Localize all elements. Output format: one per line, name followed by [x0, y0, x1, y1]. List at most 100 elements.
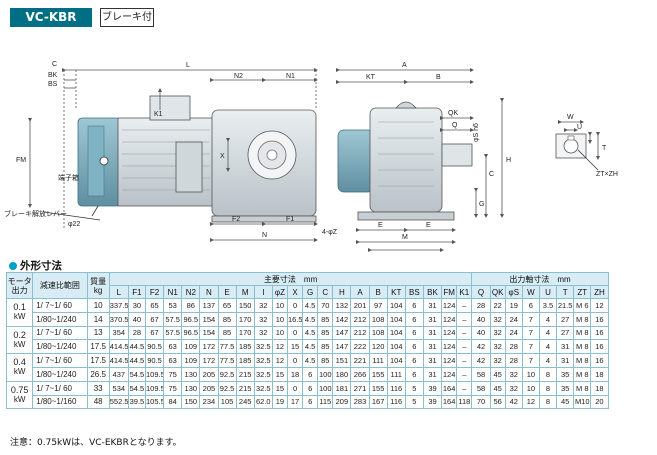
- label-phis: φS h6: [473, 123, 480, 142]
- dimension-cell: 96.5: [181, 325, 201, 341]
- dimension-cell: 4.5: [302, 325, 319, 341]
- dimension-cell: 12: [271, 339, 288, 355]
- dimension-cell: –: [456, 325, 473, 341]
- dimension-cell: 6: [404, 325, 424, 341]
- side-dimensions: [28, 68, 318, 242]
- dimension-cell: 8: [538, 380, 558, 396]
- dimension-cell: 0: [286, 380, 304, 396]
- dimension-cell: 245: [235, 394, 255, 410]
- mass-cell: 10: [86, 298, 110, 313]
- dimension-cell: 27: [556, 311, 575, 327]
- dimension-cell: M 8: [573, 366, 592, 382]
- dimension-cell: 77.5: [217, 353, 237, 368]
- dimension-cell: 18: [590, 380, 609, 396]
- label-f2: F2: [232, 216, 240, 223]
- dimension-cell: 10: [521, 380, 540, 396]
- dimension-cell: 132: [332, 298, 352, 313]
- column-header: φZ: [271, 285, 288, 299]
- motor-output-value: 0.2: [13, 329, 26, 340]
- dimension-cell: 85: [317, 311, 334, 327]
- dimension-cell: 10: [521, 366, 540, 382]
- dimension-cell: 28: [504, 353, 523, 368]
- dimension-cell: 32.5: [253, 380, 273, 396]
- dimension-cell: 6: [404, 353, 424, 368]
- dimension-cell: 185: [235, 353, 255, 368]
- mass-cell: 14: [86, 311, 110, 327]
- column-header: F2: [144, 285, 165, 299]
- dimension-cell: 172: [199, 353, 219, 368]
- label-h: H: [506, 157, 511, 164]
- dimension-cell: 45: [489, 380, 506, 396]
- label-f1: F1: [286, 216, 294, 223]
- ratio-cell: 1/ 7~1/ 60: [32, 325, 88, 341]
- dimension-cell: 151: [332, 353, 352, 368]
- dimension-cell: 4.5: [302, 353, 319, 368]
- dimension-cell: 85: [317, 325, 334, 341]
- dimension-cell: 104: [386, 339, 406, 355]
- dimension-cell: 42: [504, 394, 523, 410]
- dimension-cell: 150: [235, 298, 255, 313]
- dimension-cell: 85: [217, 311, 237, 327]
- dimension-cell: 58: [471, 380, 491, 396]
- dimension-cell: 155: [368, 366, 388, 382]
- column-header: U: [538, 285, 558, 299]
- label-m: M: [402, 234, 408, 241]
- label-k1: K1: [154, 111, 163, 118]
- label-e1: E: [378, 222, 383, 229]
- dimension-cell: –: [456, 298, 473, 313]
- dimension-cell: 17: [286, 394, 304, 410]
- dimension-cell: 130: [181, 366, 201, 382]
- dimension-cell: 154: [199, 325, 219, 341]
- dimension-cell: 414.5: [108, 353, 129, 368]
- dimension-cell: 32: [253, 325, 273, 341]
- dimension-cell: 8: [538, 366, 558, 382]
- dimension-cell: M 8: [573, 339, 592, 355]
- dimension-cell: 4.5: [302, 298, 319, 313]
- dimension-cell: 42: [471, 339, 491, 355]
- dimension-cell: 20: [590, 394, 609, 410]
- dimension-cell: –: [456, 366, 473, 382]
- dimension-cell: 185: [235, 339, 255, 355]
- column-header: BK: [422, 285, 443, 299]
- dimension-cell: 58: [471, 366, 491, 382]
- dimension-cell: 155: [368, 380, 388, 396]
- dimension-cell: 109: [181, 353, 201, 368]
- dimension-cell: 124: [441, 298, 458, 313]
- dimension-cell: 42: [471, 353, 491, 368]
- label-qk: QK: [448, 110, 458, 117]
- ratio-cell: 1/ 7~1/ 60: [32, 380, 88, 396]
- column-header: H: [332, 285, 352, 299]
- label-n: N: [262, 232, 267, 239]
- dimension-cell: 7: [521, 339, 540, 355]
- dimension-cell: 170: [235, 325, 255, 341]
- dimension-cell: 4: [538, 311, 558, 327]
- dimension-cell: 39.5: [127, 394, 147, 410]
- section-title: 外形寸法: [9, 258, 62, 273]
- ratio-cell: 1/80~1/240: [32, 311, 88, 327]
- dimension-cell: 75: [163, 380, 183, 396]
- dimension-cell: 6: [404, 311, 424, 327]
- dimension-cell: 32: [253, 298, 273, 313]
- label-fm: FM: [16, 157, 26, 164]
- dimension-cell: 205: [199, 366, 219, 382]
- column-header: N1: [163, 285, 183, 299]
- dimension-cell: 18: [590, 366, 609, 382]
- ratio-cell: 1/80~1/160: [32, 394, 88, 410]
- mass-cell: 17.5: [86, 339, 110, 355]
- dimension-cell: 109: [181, 339, 201, 355]
- column-header: E: [217, 285, 237, 299]
- dimension-cell: 116: [386, 394, 406, 410]
- dimension-cell: 4: [538, 353, 558, 368]
- dimension-cell: 105: [217, 394, 237, 410]
- label-c: C: [52, 61, 57, 68]
- ratio-cell: 1/ 7~1/ 60: [32, 353, 88, 368]
- dimension-cell: 16: [590, 339, 609, 355]
- dimension-cell: 40: [471, 311, 491, 327]
- dimension-cell: 32: [504, 366, 523, 382]
- dimension-cell: 150: [181, 394, 201, 410]
- dimension-cell: 32.5: [253, 339, 273, 355]
